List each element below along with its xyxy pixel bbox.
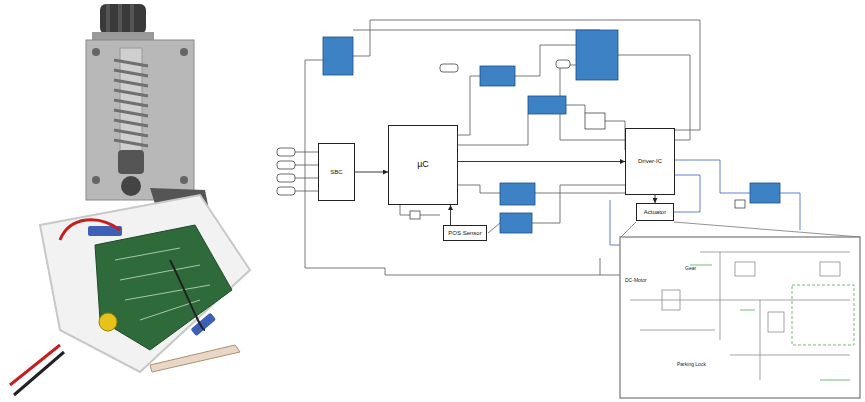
signal-connector <box>655 195 656 203</box>
zoom-leader <box>621 222 860 237</box>
block-label: Actuator <box>644 209 666 216</box>
white-housing <box>40 195 250 372</box>
screw-hole <box>180 176 188 184</box>
screw-hole <box>180 48 188 56</box>
block-label: SBC <box>330 169 342 176</box>
inset-label: Gear <box>684 266 697 272</box>
sensor-block: POS Sensor <box>443 225 487 241</box>
screw-hole <box>92 176 100 184</box>
microcontroller-block: µC <box>388 125 458 205</box>
driver-block: Driver-IC <box>625 128 675 195</box>
aluminium-plate <box>86 40 194 200</box>
knob-rib <box>130 4 134 34</box>
pivot <box>121 176 141 196</box>
nut <box>118 150 144 174</box>
wire <box>14 352 64 395</box>
actuator-block: Actuator <box>636 203 674 221</box>
block-label: Driver-IC <box>638 158 662 165</box>
inset-wiring <box>630 252 850 380</box>
signal-connector <box>450 205 451 225</box>
inset-panel <box>620 237 860 398</box>
inset-label: DC-Motor <box>624 278 648 284</box>
inset-green-lines <box>690 265 854 380</box>
sensor-strip <box>150 345 240 372</box>
pcb-traces <box>115 248 210 320</box>
screw-hole <box>92 48 100 56</box>
pcb <box>95 225 232 350</box>
subsystem-blocks <box>323 30 780 233</box>
block-label: POS Sensor <box>448 230 481 237</box>
capacitor <box>99 313 117 331</box>
block-label: µC <box>417 160 429 170</box>
top-knob <box>100 4 146 34</box>
knob-rib <box>106 4 110 34</box>
wire <box>60 220 120 240</box>
inset-label: Parking Lock <box>676 362 707 368</box>
signal-connector <box>458 161 625 162</box>
knob-rib <box>118 4 122 34</box>
wire <box>10 345 60 385</box>
wire <box>170 260 205 330</box>
signal-connector <box>355 172 388 173</box>
spring <box>114 60 148 146</box>
input-ports <box>277 60 745 219</box>
connector <box>190 313 216 337</box>
sbc-block: SBC <box>318 143 355 201</box>
